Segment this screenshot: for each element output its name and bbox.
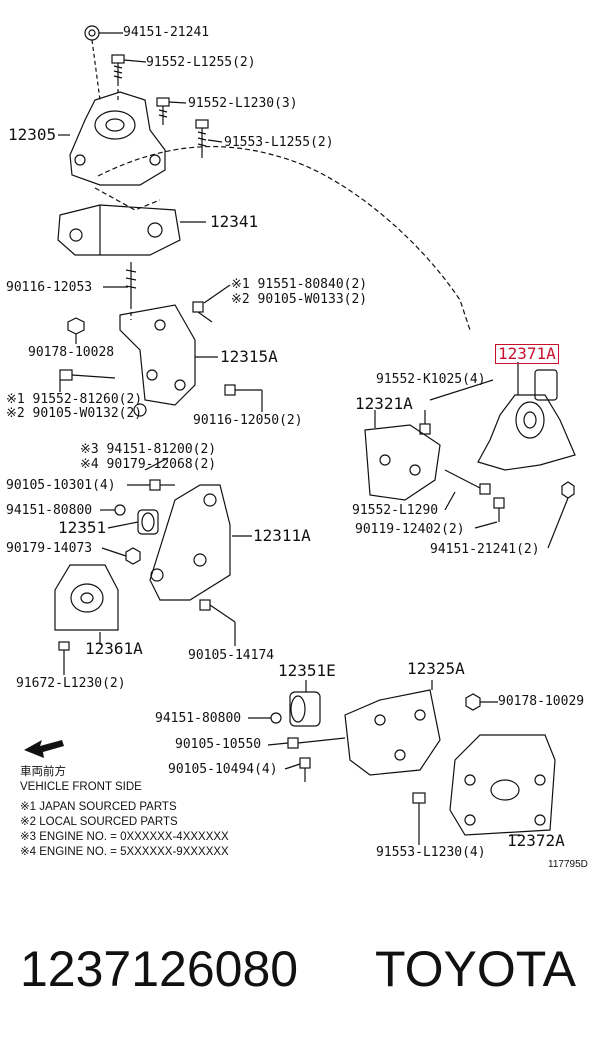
part-label-91552-L1290: 91552-L1290 — [352, 503, 439, 518]
bolt-icon — [299, 757, 311, 782]
part-label-90116-12053: 90116-12053 — [6, 280, 93, 295]
washer-icon — [133, 403, 147, 417]
bolt-icon — [412, 792, 426, 818]
part-label-12311A: 12311A — [253, 526, 311, 545]
part-label-90179-12068: ※4 90179-12068(2) — [80, 457, 217, 472]
product-footer: 1237126080 TOYOTA — [20, 940, 590, 1010]
part-label-12341: 12341 — [210, 212, 259, 231]
part-label-91552-K1025: 91552-K1025(4) — [376, 372, 486, 387]
part-label-90116-12050: 90116-12050(2) — [193, 413, 303, 428]
nut-icon — [125, 547, 141, 565]
illustration-id: 117795D — [548, 859, 588, 870]
parts-drawing — [24, 25, 576, 845]
part-number: 1237126080 — [20, 941, 299, 997]
part-label-90119-12402: 90119-12402(2) — [355, 522, 465, 537]
bracket-12321A-icon — [364, 424, 441, 501]
bolt-icon — [111, 54, 125, 82]
part-label-94151-21241: 94151-21241 — [123, 25, 210, 40]
bushing-12351E-icon — [289, 691, 321, 727]
part-label-91552-L1255: 91552-L1255(2) — [146, 55, 256, 70]
stud-bolt-icon — [125, 262, 137, 305]
part-label-94151-21241-2: 94151-21241(2) — [430, 542, 540, 557]
parts-diagram: 94151-21241 91552-L1255(2) 91552-L1230(3… — [6, 25, 588, 870]
part-label-94151-80800: 94151-80800 — [6, 503, 93, 518]
bolt-icon — [156, 97, 170, 125]
part-label-91552-81260: ※1 91552-81260(2) — [6, 392, 143, 407]
bolt-icon — [287, 737, 346, 749]
nut-icon — [84, 25, 100, 41]
part-label-12351E: 12351E — [278, 661, 336, 680]
bracket-12315A-icon — [119, 304, 196, 406]
part-label-12325A: 12325A — [407, 659, 465, 678]
vehicle-front-label-jp: 車両前方 — [20, 766, 66, 778]
part-label-12321A: 12321A — [355, 394, 413, 413]
brand-name: TOYOTA — [375, 941, 576, 997]
part-label-90105-10494: 90105-10494(4) — [168, 762, 278, 777]
part-label-12315A: 12315A — [220, 347, 278, 366]
bolt-icon — [192, 301, 213, 323]
part-label-12372A: 12372A — [507, 831, 565, 850]
mount-12361A-icon — [54, 564, 119, 631]
engine-mount-12305-icon — [69, 91, 166, 186]
part-label-90105-W0133: ※2 90105-W0133(2) — [231, 292, 368, 307]
bracket-12325A-icon — [344, 689, 441, 776]
part-label-90178-10028: 90178-10028 — [28, 345, 115, 360]
engine-mount-12371A-icon — [477, 369, 576, 471]
part-label-90105-14174: 90105-14174 — [188, 648, 275, 663]
part-label-91552-L1230: 91552-L1230(3) — [188, 96, 298, 111]
part-label-90105-10301: 90105-10301(4) — [6, 478, 116, 493]
footnote-4: ※4 ENGINE NO. = 5XXXXXX-9XXXXXX — [20, 846, 229, 858]
part-label-91672-L1230: 91672-L1230(2) — [16, 676, 126, 691]
mount-12372A-icon — [449, 734, 556, 836]
part-label-94151-81200: ※3 94151-81200(2) — [80, 442, 217, 457]
bracket-12311A-icon — [149, 484, 231, 601]
bolt-icon — [149, 479, 175, 491]
bolt-icon — [493, 497, 505, 522]
vehicle-front-label-en: VEHICLE FRONT SIDE — [20, 781, 142, 793]
part-label-91553-L1230: 91553-L1230(4) — [376, 845, 486, 860]
nut-icon — [67, 317, 85, 335]
part-label-90105-10550: 90105-10550 — [175, 737, 262, 752]
nut-icon — [561, 481, 575, 499]
bolt-icon — [224, 384, 262, 396]
part-label-12351: 12351 — [58, 518, 107, 537]
part-label-12371A-highlighted: 12371A — [495, 344, 559, 364]
bolt-icon — [195, 119, 209, 158]
washer-icon — [270, 712, 282, 724]
part-label-12305: 12305 — [8, 125, 57, 144]
bolt-icon — [199, 599, 236, 623]
bolt-icon — [419, 410, 431, 435]
part-label-91551-80840: ※1 91551-80840(2) — [231, 277, 368, 292]
bracket-12341-icon — [57, 204, 181, 256]
part-label-91553-L1255: 91553-L1255(2) — [224, 135, 334, 150]
footnote-1: ※1 JAPAN SOURCED PARTS — [20, 801, 177, 813]
bolt-icon — [58, 641, 70, 665]
footnote-3: ※3 ENGINE NO. = 0XXXXXX-4XXXXXX — [20, 831, 229, 843]
footnote-2: ※2 LOCAL SOURCED PARTS — [20, 816, 178, 828]
part-label-90178-10029: 90178-10029 — [498, 694, 585, 709]
washer-icon — [114, 504, 126, 516]
part-label-12361A: 12361A — [85, 639, 143, 658]
vehicle-front-arrow-icon — [24, 740, 64, 758]
part-label-94151-80800-b: 94151-80800 — [155, 711, 242, 726]
bushing-12351-icon — [137, 509, 159, 535]
part-label-90179-14073: 90179-14073 — [6, 541, 93, 556]
nut-icon — [465, 693, 481, 711]
bolt-icon — [444, 469, 491, 495]
part-label-90105-W0132: ※2 90105-W0132(2) — [6, 406, 143, 421]
bolt-icon — [59, 369, 116, 381]
